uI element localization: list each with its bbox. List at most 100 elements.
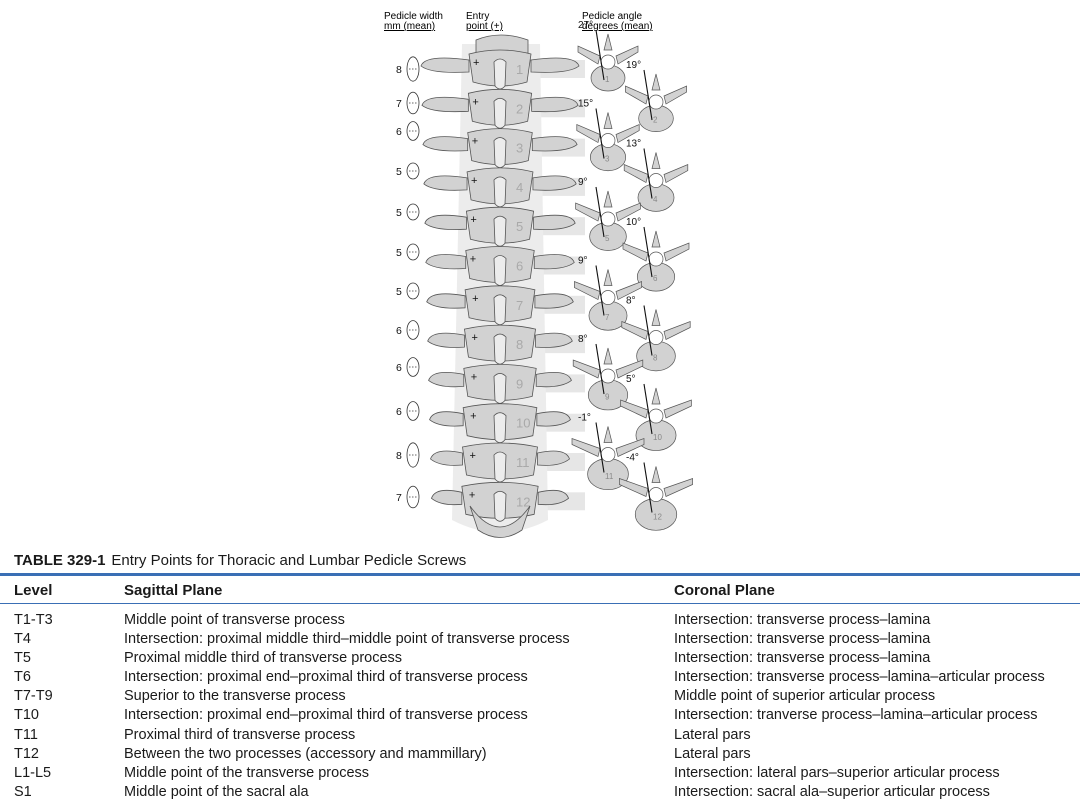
- vertebra-posterior-1: 1+: [420, 49, 580, 90]
- vertebra-posterior-12: 12+: [430, 481, 570, 522]
- cell-coronal: Intersection: transverse process–lamina–…: [674, 669, 1045, 686]
- header-sagittal: Sagittal Plane: [124, 582, 223, 599]
- axial-transverse-right: [615, 280, 642, 301]
- axial-level-label: 10: [653, 433, 662, 442]
- axial-vertebrae: 127°219°315°413°59°610°79°88°98°105°11-1…: [571, 20, 693, 531]
- entry-point-mark: +: [472, 96, 478, 108]
- transverse-process-right: [534, 293, 574, 309]
- axial-transverse-left: [577, 45, 601, 65]
- axial-transverse-right: [663, 320, 691, 341]
- spinous-process: [493, 58, 507, 90]
- spinous-process: [493, 255, 507, 286]
- pedicle-angle-header-line2: degrees (mean): [582, 21, 653, 32]
- spinous-process: [493, 215, 507, 247]
- axial-level-label: 6: [653, 274, 658, 283]
- spinous-process: [493, 333, 507, 365]
- spinal-canal: [648, 94, 664, 110]
- pedicle-trajectory-line: [595, 186, 605, 238]
- vertebra-level-label: 7: [516, 298, 523, 313]
- axial-vertebra-1: 127°: [577, 20, 639, 92]
- pedicle-width-header-line2: mm (mean): [384, 21, 435, 32]
- transverse-process-left: [424, 214, 467, 230]
- axial-level-label: 1: [605, 75, 610, 84]
- pedicle-angle-label: 15°: [578, 99, 593, 110]
- axial-spinous-process: [651, 309, 661, 326]
- cell-sagittal: Superior to the transverse process: [124, 688, 346, 705]
- axial-spinous-process: [651, 466, 661, 483]
- transverse-process-left: [429, 411, 464, 427]
- pedicle-angle-label: -1°: [578, 413, 591, 424]
- transverse-process-right: [530, 57, 580, 73]
- cell-sagittal: Proximal middle third of transverse proc…: [124, 650, 403, 667]
- cell-sagittal: Between the two processes (accessory and…: [124, 745, 487, 762]
- table-number: TABLE 329-1: [14, 552, 106, 569]
- cell-sagittal: Intersection: proximal end–proximal thir…: [124, 669, 528, 686]
- pedicle-angle-label: 13°: [626, 139, 641, 150]
- vertebra-level-label: 5: [516, 219, 523, 234]
- cell-level: T6: [14, 669, 31, 686]
- axial-vertebra-5: 59°: [575, 177, 641, 251]
- table-top-rule: [0, 573, 1080, 576]
- pedicle-width-value: 6: [396, 126, 402, 138]
- pedicle-angle-header-line1: Pedicle angle: [582, 11, 642, 22]
- pedicle-angle-label: 10°: [626, 217, 641, 228]
- axial-spinous-process: [651, 152, 661, 169]
- axial-level-label: 9: [605, 393, 610, 402]
- transverse-process-right: [537, 489, 570, 506]
- pedicle-width-10: 6: [396, 401, 420, 421]
- transverse-process-right: [537, 450, 570, 466]
- axial-vertebra-4: 413°: [623, 139, 689, 212]
- pedicle-width-value: 6: [396, 325, 402, 337]
- transverse-process-left: [430, 489, 463, 506]
- cell-sagittal: Intersection: proximal end–proximal thir…: [124, 707, 528, 724]
- vertebra-posterior-9: 9+: [428, 364, 572, 404]
- cell-coronal: Intersection: transverse process–lamina: [674, 650, 931, 667]
- cell-level: T7-T9: [14, 688, 53, 705]
- spinous-process: [493, 412, 507, 444]
- entry-point-mark: +: [470, 214, 476, 226]
- table-title-text: Entry Points for Thoracic and Lumbar Ped…: [111, 552, 467, 569]
- axial-transverse-left: [621, 320, 649, 341]
- header-coronal: Coronal Plane: [674, 582, 775, 599]
- transverse-process-left: [425, 254, 467, 270]
- cell-coronal: Intersection: tranverse process–lamina–a…: [674, 707, 1038, 724]
- axial-vertebra-8: 88°: [621, 296, 691, 372]
- axial-vertebra-11: 11-1°: [571, 413, 645, 491]
- pedicle-trajectory-line: [643, 305, 653, 356]
- transverse-process-left: [423, 175, 468, 191]
- vertebra-level-label: 11: [516, 455, 530, 470]
- axial-spinous-process: [651, 73, 661, 91]
- spinal-canal: [648, 408, 664, 424]
- axial-transverse-right: [615, 123, 640, 144]
- transverse-process-right: [533, 254, 575, 270]
- vertebra-posterior-6: 6+: [425, 246, 575, 286]
- axial-transverse-left: [574, 280, 601, 301]
- axial-transverse-left: [572, 359, 601, 379]
- cell-coronal: Lateral pars: [674, 726, 751, 743]
- spinal-canal: [648, 330, 664, 345]
- pedicle-width-8: 6: [396, 320, 420, 340]
- axial-vertebra-10: 105°: [620, 374, 692, 451]
- pedicle-angle-label: 8°: [578, 334, 588, 345]
- entry-point-mark: +: [472, 136, 478, 148]
- cell-sagittal: Intersection: proximal middle third–midd…: [124, 631, 570, 648]
- transverse-process-left: [428, 372, 465, 388]
- axial-vertebra-3: 315°: [576, 99, 640, 172]
- pedicle-width-4: 5: [396, 162, 420, 180]
- spinal-canal: [600, 368, 616, 384]
- pedicle-width-value: 5: [396, 207, 402, 219]
- axial-transverse-right: [663, 399, 692, 419]
- pedicle-width-value: 5: [396, 286, 402, 298]
- cell-coronal: Intersection: transverse process–lamina: [674, 631, 931, 648]
- transverse-process-left: [420, 57, 470, 73]
- axial-spinous-process: [603, 269, 613, 286]
- pedicle-angle-label: -4°: [626, 453, 639, 464]
- pedicle-trajectory-line: [643, 69, 653, 121]
- pedicle-width-1: 8: [396, 56, 420, 82]
- spinal-canal: [600, 447, 616, 462]
- entry-point-mark: +: [471, 371, 477, 383]
